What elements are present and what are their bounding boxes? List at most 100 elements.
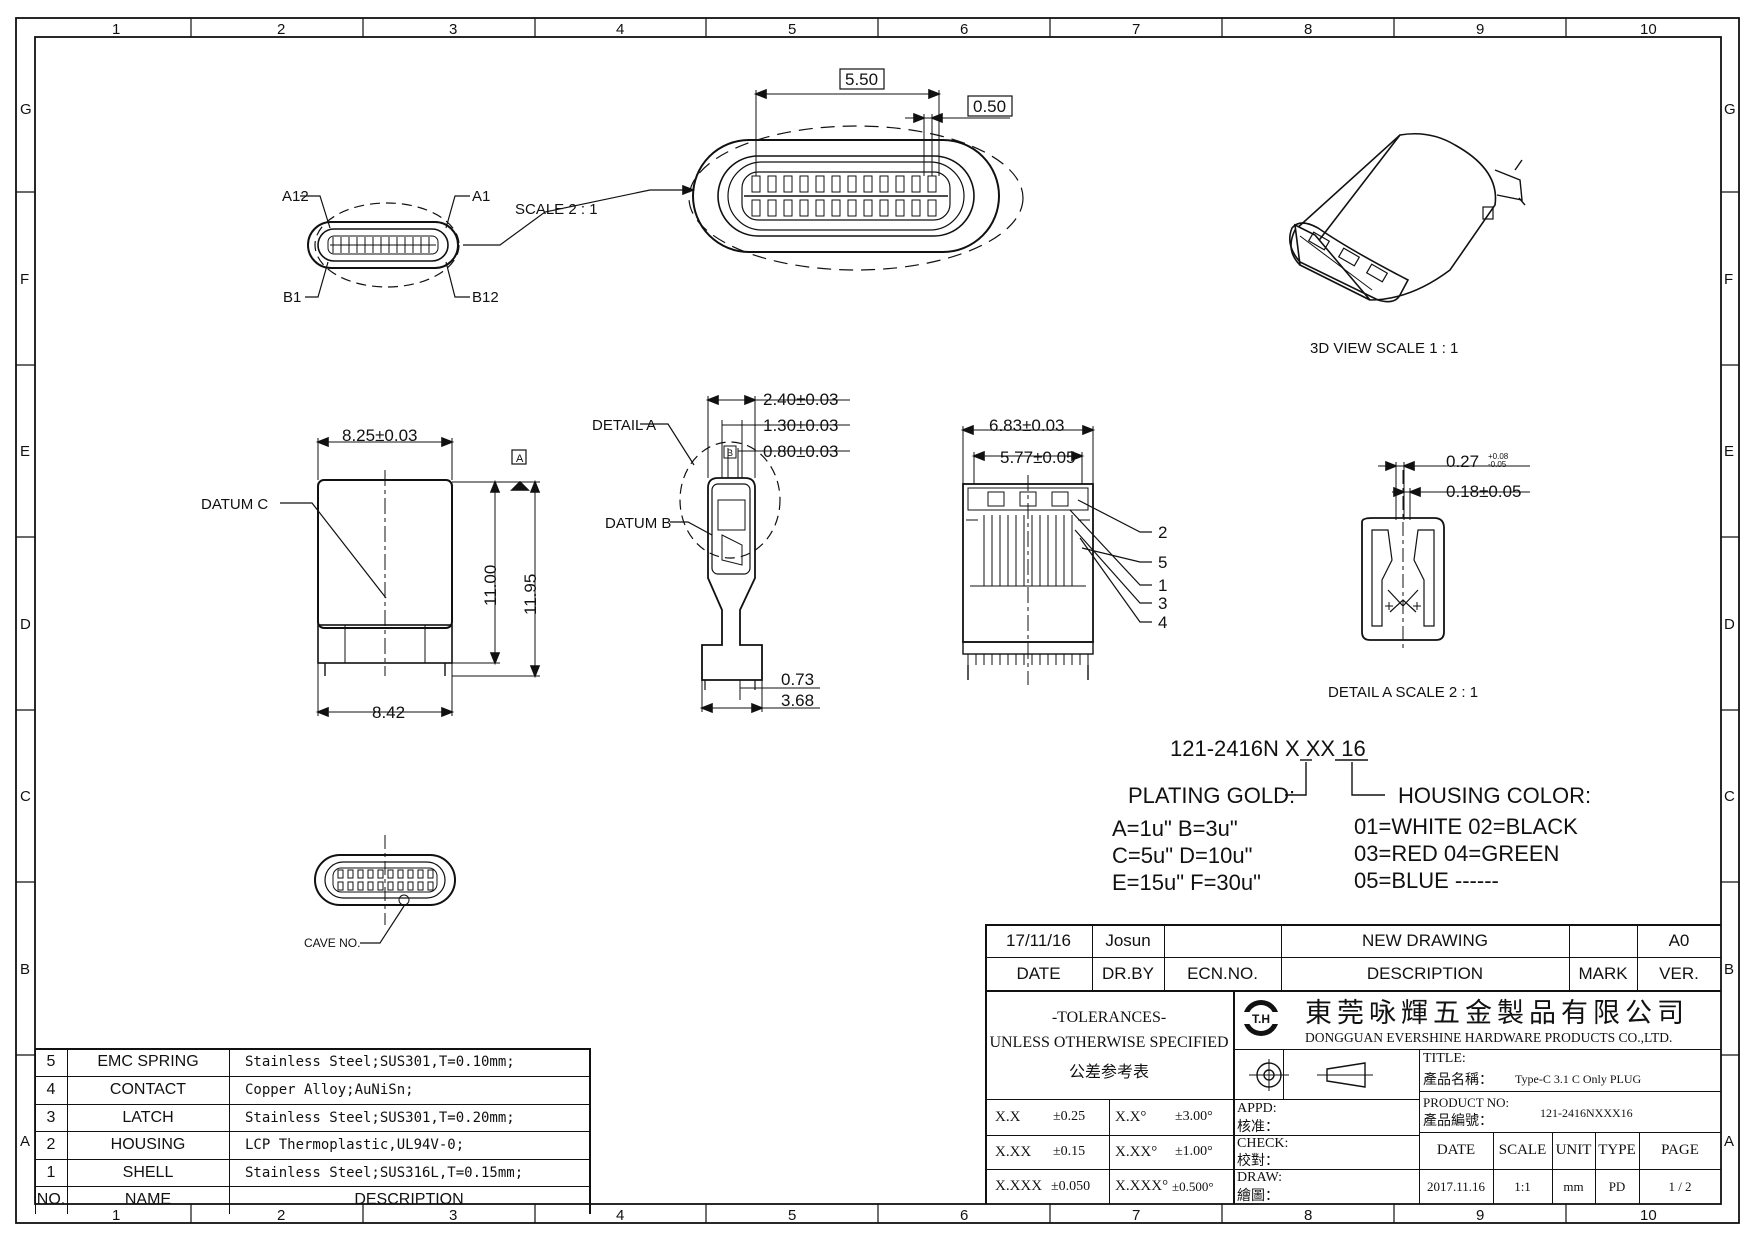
dim-bottom: 8.42	[372, 703, 405, 722]
dim-height2: 11.95	[521, 574, 540, 615]
enlarged-view	[688, 88, 1024, 271]
tolerances-sub: UNLESS OTHERWISE SPECIFIED	[989, 1034, 1229, 1051]
end-view	[300, 184, 696, 298]
front-view	[280, 436, 541, 718]
meta-header-type: TYPE	[1598, 1142, 1636, 1158]
dim-top: 8.25±0.03	[342, 426, 418, 445]
bom-description: Stainless Steel;SUS301,T=0.10mm;	[245, 1054, 515, 1070]
tol-angle: X.X°	[1115, 1108, 1147, 1125]
rev-header-date: DATE	[1016, 963, 1061, 983]
callout-1: 1	[1158, 576, 1167, 595]
col-label: 1	[112, 21, 120, 38]
datum-b-label: DATUM B	[605, 515, 671, 532]
rev-header-mark: MARK	[1578, 963, 1628, 983]
callout-3: 3	[1158, 594, 1167, 613]
meta-unit: mm	[1563, 1178, 1584, 1194]
rev-ecn	[1164, 924, 1281, 957]
tol-angle: X.XXX°	[1115, 1178, 1169, 1194]
dim-width: 5.50	[845, 70, 878, 89]
row-label: B	[20, 961, 30, 978]
plating-option: A=1u" B=3u"	[1112, 816, 1238, 841]
col-label: 10	[1640, 1207, 1657, 1224]
col-label: 2	[277, 1207, 285, 1224]
col-label: 7	[1132, 21, 1140, 38]
meta-type: PD	[1608, 1178, 1626, 1194]
housing-label: HOUSING COLOR:	[1398, 783, 1591, 808]
plating-option: C=5u" D=10u"	[1112, 843, 1252, 868]
bom-no: 2	[46, 1136, 56, 1153]
row-label: E	[1724, 443, 1734, 460]
projection-symbol-icon	[1247, 1057, 1407, 1093]
side-dim2: 1.30±0.03	[763, 416, 839, 435]
tolerances-cn: 公差参考表	[1068, 1064, 1149, 1081]
col-label: 4	[616, 21, 624, 38]
col-label: 3	[449, 21, 457, 38]
check-label: CHECK:	[1237, 1136, 1289, 1151]
cave-label: CAVE NO.	[304, 936, 360, 950]
housing-option: 03=RED 04=GREEN	[1354, 841, 1559, 866]
iso-view	[1289, 132, 1526, 303]
rev-mark	[1569, 924, 1637, 957]
part-number-leaders	[1285, 759, 1385, 796]
tol-linear-value: ±0.25	[1053, 1109, 1086, 1124]
pin-label-a1: A1	[472, 188, 490, 205]
detail-view	[1361, 460, 1530, 650]
tolerances-title: -TOLERANCES-	[1051, 1009, 1167, 1026]
company-name-cn: 東莞咏輝五金製品有限公司	[1305, 997, 1689, 1028]
rev-description: NEW DRAWING	[1362, 930, 1488, 950]
bom-no: 1	[46, 1163, 56, 1181]
draw-cn: 繪圖：	[1237, 1186, 1279, 1203]
bom-no: 3	[46, 1108, 56, 1126]
col-label: 3	[449, 1207, 457, 1224]
col-label: 7	[1132, 1207, 1140, 1224]
row-label: E	[20, 443, 30, 460]
bom-header-description: DESCRIPTION	[354, 1191, 464, 1208]
rev-date: 17/11/16	[1006, 930, 1071, 950]
title-label: TITLE:	[1423, 1051, 1466, 1066]
bom-name: EMC SPRING	[97, 1053, 199, 1070]
row-label: F	[20, 271, 29, 288]
zone-labels: 1 2 3 4 5 6 7 8 9 10 1 2 3 4 5 6 7 8 9 1…	[20, 21, 1736, 1224]
tol-linear: X.X	[995, 1108, 1021, 1125]
col-label: 2	[277, 21, 285, 38]
bom-header-no: NO.	[36, 1191, 66, 1208]
draw-label: DRAW:	[1237, 1170, 1283, 1185]
row-label: D	[1724, 616, 1735, 633]
row-label: D	[20, 616, 31, 633]
check-cn: 校對：	[1237, 1152, 1279, 1168]
bom-no: 5	[46, 1053, 56, 1070]
plating-option: E=15u" F=30u"	[1112, 870, 1261, 895]
col-label: 5	[788, 21, 796, 38]
meta-header-date: DATE	[1436, 1142, 1476, 1158]
tol-linear: X.XX	[995, 1143, 1032, 1160]
col-label: 6	[960, 21, 968, 38]
row-label: G	[20, 101, 32, 118]
col-label: 9	[1476, 1207, 1484, 1224]
tol-linear-value: ±0.15	[1053, 1144, 1086, 1159]
section-dim1: 6.83±0.03	[989, 416, 1065, 435]
title-block: 17/11/16 Josun NEW DRAWING A0 DATE DR.BY…	[985, 924, 1721, 1204]
meta-header-scale: SCALE	[1498, 1142, 1547, 1158]
meta-date: 2017.11.16	[1426, 1178, 1486, 1194]
meta-header-unit: UNIT	[1555, 1142, 1592, 1158]
tol-angle-value: ±3.00°	[1175, 1109, 1213, 1124]
bom-description: Stainless Steel;SUS316L,T=0.15mm;	[245, 1164, 524, 1181]
housing-option: 01=WHITE 02=BLACK	[1354, 814, 1578, 839]
row-label: A	[20, 1133, 30, 1150]
appd-cn: 核准：	[1237, 1117, 1279, 1134]
section-view	[960, 424, 1152, 685]
rev-header-ecn: ECN.NO.	[1187, 963, 1258, 983]
side-view	[640, 394, 850, 714]
bom-no: 4	[46, 1081, 56, 1098]
part-code: 121-2416N X XX 16	[1170, 736, 1366, 761]
bom-name: CONTACT	[109, 1081, 187, 1098]
col-label: 6	[960, 1207, 968, 1224]
callout-4: 4	[1158, 613, 1167, 632]
detail-dim1-upper: +0.08	[1488, 452, 1509, 461]
col-label: 5	[788, 1207, 796, 1224]
col-label: 1	[112, 1207, 120, 1224]
col-label: 10	[1640, 21, 1657, 38]
section-dim2: 5.77±0.05	[1000, 448, 1076, 467]
callout-2: 2	[1158, 523, 1167, 542]
